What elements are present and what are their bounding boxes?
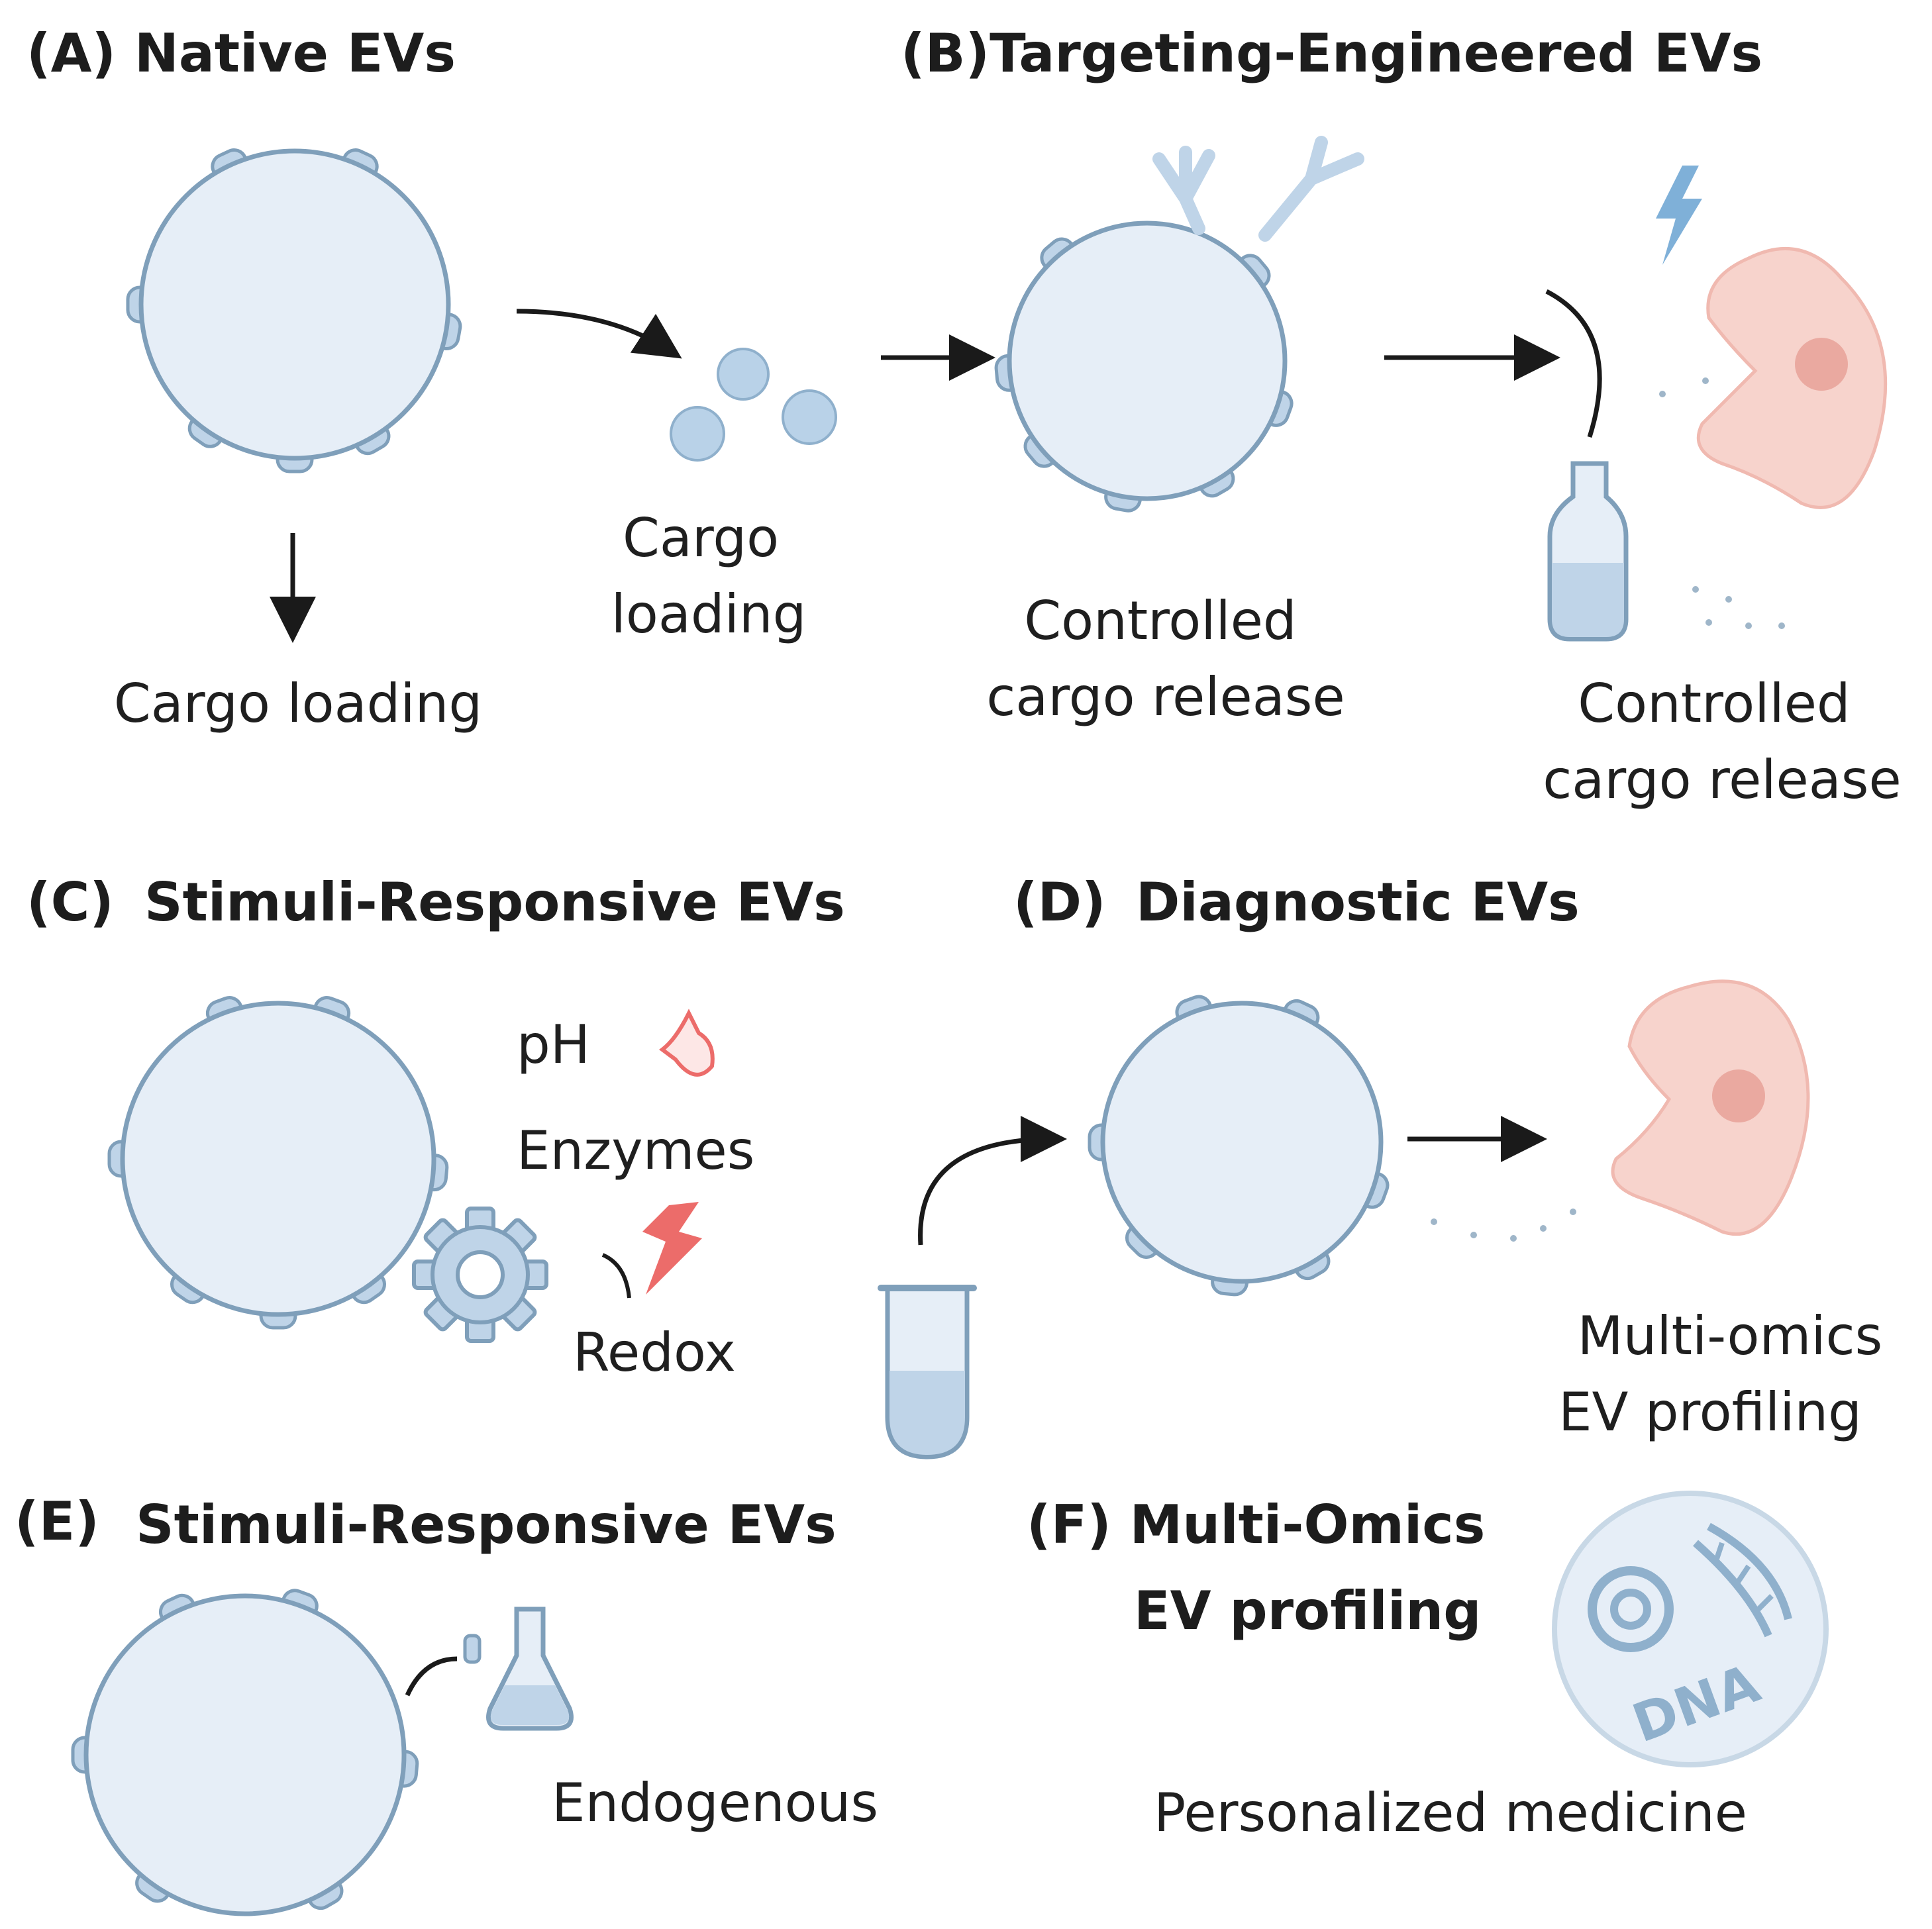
panel-c-title: Stimuli-Responsive EVs [144, 871, 845, 933]
release-curve [1545, 289, 1602, 438]
cell-icon [1696, 247, 1888, 509]
release-label-line2: cargo release [986, 666, 1345, 728]
redox-curve [601, 1253, 631, 1299]
vesicle-icon [83, 1593, 407, 1916]
dna-disc-icon: DNA [1552, 1491, 1829, 1767]
vesicle-icon [1100, 1001, 1384, 1284]
release2-label-line2: cargo release [1543, 749, 1901, 811]
panel-f-title-line2: EV profiling [1134, 1580, 1481, 1642]
antibody-icon [1152, 146, 1215, 235]
flame-icon [659, 1009, 715, 1077]
cargo-particle-icon [670, 406, 725, 462]
vesicle-icon [1007, 221, 1288, 501]
cargo-particle-icon [782, 389, 837, 445]
flask-stopper [463, 1634, 482, 1664]
gear-icon [412, 1207, 548, 1343]
vial-icon [1547, 461, 1629, 642]
cell-icon [1611, 979, 1810, 1236]
panel-d-title: Diagnostic EVs [1136, 871, 1580, 933]
vesicle-d [1088, 995, 1390, 1297]
panel-b-title: (B)Targeting-Engineered EVs [901, 23, 1762, 84]
vesicle-a [126, 148, 462, 473]
cargo-label-line2: loading [611, 583, 807, 645]
stimulus-enzymes: Enzymes [517, 1120, 754, 1181]
panel-e-letter: (E) [15, 1491, 99, 1552]
diagnostic-dots [1431, 1209, 1576, 1242]
lightning-icon [642, 1202, 702, 1295]
release-label-line1: Controlled [1024, 590, 1296, 652]
profiling-label-line1: Multi-omics [1578, 1305, 1883, 1367]
panel-d-letter: (D) [1013, 871, 1106, 933]
release-dots [1659, 377, 1785, 629]
flask-icon [486, 1607, 574, 1731]
arrow-to-flask [405, 1656, 458, 1697]
panel-e-title: Stimuli-Responsive EVs [136, 1494, 837, 1556]
antibody-icon [1258, 136, 1364, 242]
panel-e-label: Endogenous [552, 1772, 878, 1834]
panel-f-title: (F) Multi-Omics [1027, 1494, 1485, 1556]
panel-a-down-label: Cargo loading [114, 673, 482, 734]
release2-label-line1: Controlled [1578, 673, 1850, 734]
vesicle-icon [120, 1001, 436, 1317]
panel-a-title: (A) Native EVs [26, 23, 456, 84]
vesicle-icon [138, 148, 451, 461]
panel-f-label: Personalized medicine [1154, 1782, 1747, 1844]
stimulus-ph: pH [517, 1014, 590, 1075]
vesicle-c [107, 996, 449, 1330]
cargo-label-line1: Cargo [623, 507, 779, 569]
vesicle-b [994, 221, 1294, 513]
lightning-icon [1656, 166, 1702, 265]
vesicle-e [71, 1589, 419, 1916]
test-tube-icon [878, 1285, 977, 1459]
panel-c-letter: (C) [26, 871, 114, 933]
stimulus-redox: Redox [573, 1322, 736, 1383]
cargo-particle-icon [717, 348, 770, 401]
profiling-label-line2: EV profiling [1558, 1381, 1862, 1443]
arrow-to-cargo [516, 309, 682, 359]
cargo-particles [670, 348, 837, 462]
arrow-to-vesicle-d [918, 1116, 1067, 1246]
